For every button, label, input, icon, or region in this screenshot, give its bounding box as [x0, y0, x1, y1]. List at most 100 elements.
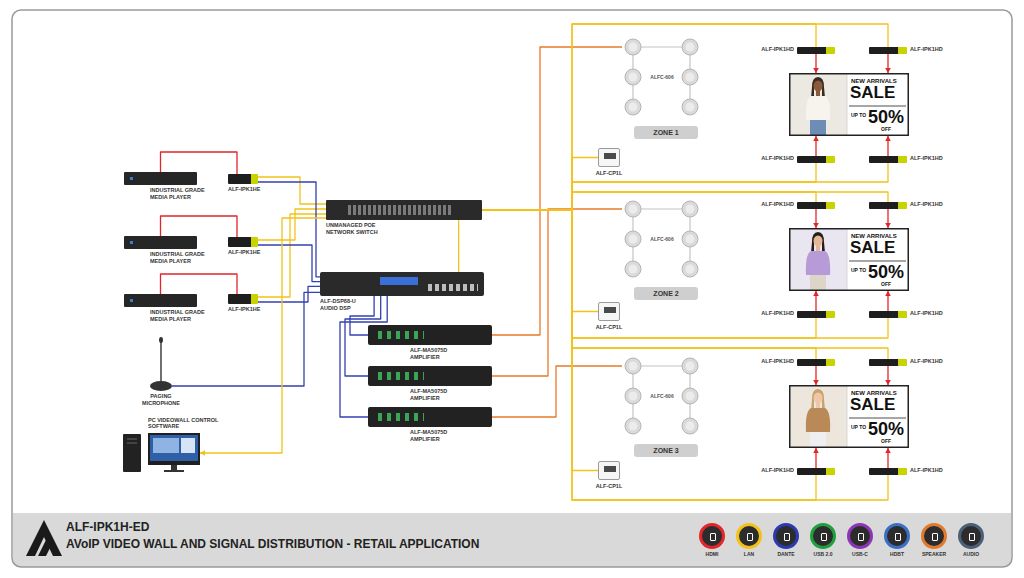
speaker-cone	[686, 43, 695, 52]
connector	[161, 274, 238, 294]
video-display-label: 50%	[868, 108, 904, 126]
decoder-box: ALF-IPK1HD	[869, 359, 907, 366]
video-display-label: 50%	[868, 263, 904, 281]
connector	[482, 163, 816, 210]
software-window	[153, 438, 179, 453]
ceiling-speaker	[625, 99, 641, 115]
speaker-link	[633, 208, 690, 209]
ceiling-speaker	[682, 69, 698, 85]
connector	[482, 210, 816, 359]
panel-divider	[849, 418, 906, 419]
amplifier: ALF-MA5075D AMPLIFIER	[368, 325, 492, 345]
connector	[161, 216, 238, 237]
connector-line	[340, 296, 387, 417]
model-face	[814, 81, 823, 92]
connector-line	[482, 210, 598, 312]
connector	[813, 136, 819, 156]
zone-badge-label: ZONE 1	[653, 126, 678, 139]
arrow-head	[885, 448, 891, 453]
encoder-box-label: ALF-IPK1HE	[228, 306, 260, 313]
model-top	[806, 251, 830, 275]
diagram-caption: AVoIP VIDEO WALL AND SIGNAL DISTRIBUTION…	[66, 537, 479, 551]
control-pc: PC VIDEOWALL CONTROL SOFTWARE	[122, 433, 200, 473]
panel-separator	[847, 228, 848, 291]
legend-label: LAN	[731, 551, 767, 557]
photo-background	[789, 228, 847, 291]
decoder-box: ALF-IPK1HD	[797, 311, 835, 318]
arrow-head	[885, 68, 891, 73]
arrow-head	[885, 380, 891, 385]
wall-controller-label: ALF-CP1L	[596, 170, 623, 177]
video-display: NEW ARRIVALSSALEUP TO50%OFF	[789, 73, 909, 136]
speaker-cone	[629, 73, 638, 82]
connector-line	[482, 158, 598, 211]
connector-line	[458, 220, 459, 272]
encoder-box: ALF-IPK1HE	[228, 237, 258, 247]
video-display-label: SALE	[850, 396, 895, 413]
model-top	[806, 96, 830, 120]
legend-swatch	[810, 523, 836, 549]
speaker-cone	[629, 265, 638, 274]
pc-drawing	[122, 433, 200, 473]
model-top	[806, 408, 830, 432]
connector	[813, 366, 819, 385]
legend-label: HDBT	[879, 551, 915, 557]
speaker-cone	[629, 205, 638, 214]
model-face	[814, 236, 823, 247]
video-display-label: UP TO	[851, 267, 866, 273]
connector	[813, 448, 819, 468]
page-frame	[12, 10, 1012, 567]
brand-logo	[26, 520, 62, 556]
media-player: INDUSTRIAL GRADE MEDIA PLAYER	[124, 172, 197, 185]
connector	[161, 152, 238, 174]
decoder-box: ALF-IPK1HD	[797, 202, 835, 209]
arrow-head	[813, 291, 819, 296]
legend-item: LAN	[731, 523, 767, 563]
ceiling-speaker	[625, 201, 641, 217]
decoder-box: ALF-IPK1HD	[797, 47, 835, 54]
connector	[258, 245, 320, 282]
connector	[482, 210, 816, 338]
display-bezel	[790, 74, 909, 136]
photo-background	[789, 73, 847, 136]
panel-divider	[849, 261, 906, 262]
speaker-cone	[629, 235, 638, 244]
connector-line	[482, 210, 816, 500]
video-display-label: SALE	[850, 239, 895, 256]
legend-item: HDBT	[879, 523, 915, 563]
legend-swatch	[921, 523, 947, 549]
legend-swatch	[699, 523, 725, 549]
connector	[482, 210, 888, 359]
speaker-cone	[629, 103, 638, 112]
diagram-title: ALF-IPK1H-ED	[66, 520, 149, 534]
display-panel	[789, 385, 909, 448]
speaker-group: ALFC-606	[622, 357, 702, 437]
speaker-group-label: ALFC-606	[622, 74, 702, 80]
legend-label: AUDIO	[953, 551, 989, 557]
amplifier-label: ALF-MA5075D AMPLIFIER	[410, 388, 460, 401]
model-hair	[811, 232, 825, 253]
connector	[458, 220, 459, 272]
legend-item: HDMI	[694, 523, 730, 563]
connector	[482, 158, 598, 211]
model-hair	[811, 77, 825, 98]
ceiling-speaker	[682, 418, 698, 434]
monitor-stand	[171, 465, 177, 470]
photo-background	[789, 385, 847, 448]
decoder-box: ALF-IPK1HD	[797, 359, 835, 366]
decoder-box: ALF-IPK1HD	[869, 468, 907, 475]
network-switch-label: UNMANAGED POE NETWORK SWITCH	[326, 222, 390, 235]
connector-line	[258, 245, 320, 282]
decoder-box-label: ALF-IPK1HD	[910, 46, 943, 53]
ceiling-speaker	[682, 201, 698, 217]
decoder-box-label: ALF-IPK1HD	[761, 467, 794, 474]
connector	[885, 291, 891, 311]
ceiling-speaker	[625, 418, 641, 434]
ceiling-speaker	[625, 358, 641, 374]
ceiling-speaker	[682, 388, 698, 404]
software-panel	[181, 438, 195, 453]
ceiling-speaker	[682, 39, 698, 55]
connector-line	[482, 210, 888, 500]
connector	[258, 286, 320, 302]
